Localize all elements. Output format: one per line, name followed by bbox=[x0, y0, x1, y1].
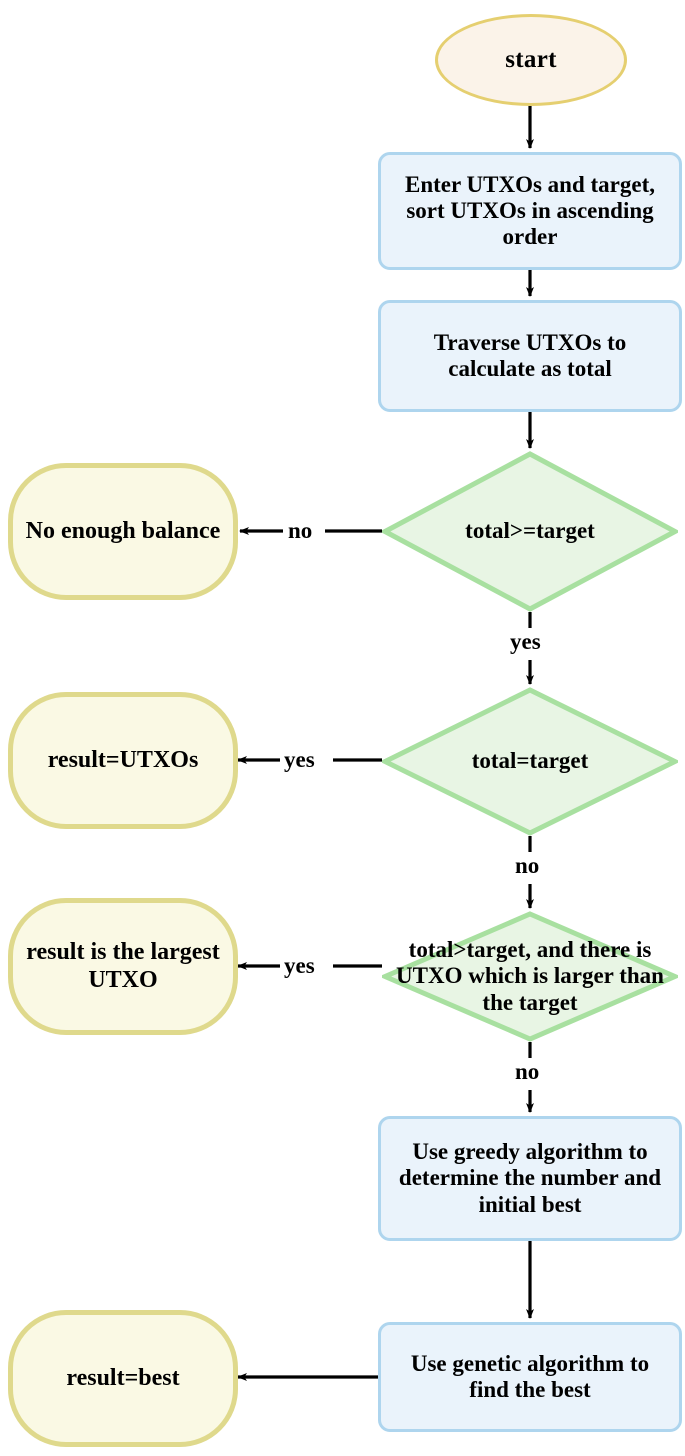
decision-larger-utxo[interactable]: total>target, and there is UTXO which is… bbox=[382, 911, 678, 1042]
start-node-label: start bbox=[505, 45, 557, 73]
start-node[interactable]: start bbox=[435, 14, 627, 106]
process-enter-utxos-label: Enter UTXOs and target, sort UTXOs in as… bbox=[404, 171, 655, 250]
terminal-result-utxos[interactable]: result=UTXOs bbox=[8, 692, 238, 829]
edge-label-yes-3: yes bbox=[281, 954, 318, 977]
diamond-shape-icon bbox=[382, 451, 678, 612]
process-genetic-algorithm[interactable]: Use genetic algorithm to find the best bbox=[378, 1322, 682, 1432]
terminal-result-utxos-label: result=UTXOs bbox=[47, 746, 199, 773]
decision-larger-utxo-label: total>target, and there is UTXO which is… bbox=[396, 937, 664, 1015]
diamond-shape-icon bbox=[382, 687, 678, 836]
terminal-result-largest-utxo-label: result is the largest UTXO bbox=[26, 939, 220, 993]
edge-label-no-3: no bbox=[512, 1060, 543, 1083]
terminal-no-enough-balance-label: No enough balance bbox=[25, 517, 221, 544]
process-enter-utxos[interactable]: Enter UTXOs and target, sort UTXOs in as… bbox=[378, 152, 682, 270]
decision-total-eq-target-label: total=target bbox=[471, 748, 589, 774]
process-traverse-utxos[interactable]: Traverse UTXOs to calculate as total bbox=[378, 300, 682, 412]
edge-label-yes-1: yes bbox=[507, 630, 544, 653]
decision-total-eq-target[interactable]: total=target bbox=[382, 687, 678, 836]
terminal-result-largest-utxo[interactable]: result is the largest UTXO bbox=[8, 898, 238, 1035]
process-traverse-utxos-label: Traverse UTXOs to calculate as total bbox=[433, 329, 627, 381]
diamond-shape-icon bbox=[382, 911, 678, 1042]
edge-label-no-2: no bbox=[512, 854, 543, 877]
edge-label-yes-2: yes bbox=[281, 748, 318, 771]
terminal-no-enough-balance[interactable]: No enough balance bbox=[8, 463, 238, 600]
edge-label-no-1: no bbox=[285, 519, 316, 542]
process-greedy-algorithm-label: Use greedy algorithm to determine the nu… bbox=[398, 1139, 662, 1217]
terminal-result-best-label: result=best bbox=[66, 1364, 180, 1391]
process-greedy-algorithm[interactable]: Use greedy algorithm to determine the nu… bbox=[378, 1116, 682, 1241]
terminal-result-best[interactable]: result=best bbox=[8, 1310, 238, 1447]
decision-total-ge-target[interactable]: total>=target bbox=[382, 451, 678, 612]
decision-total-ge-target-label: total>=target bbox=[465, 518, 595, 544]
process-genetic-algorithm-label: Use genetic algorithm to find the best bbox=[410, 1350, 650, 1402]
